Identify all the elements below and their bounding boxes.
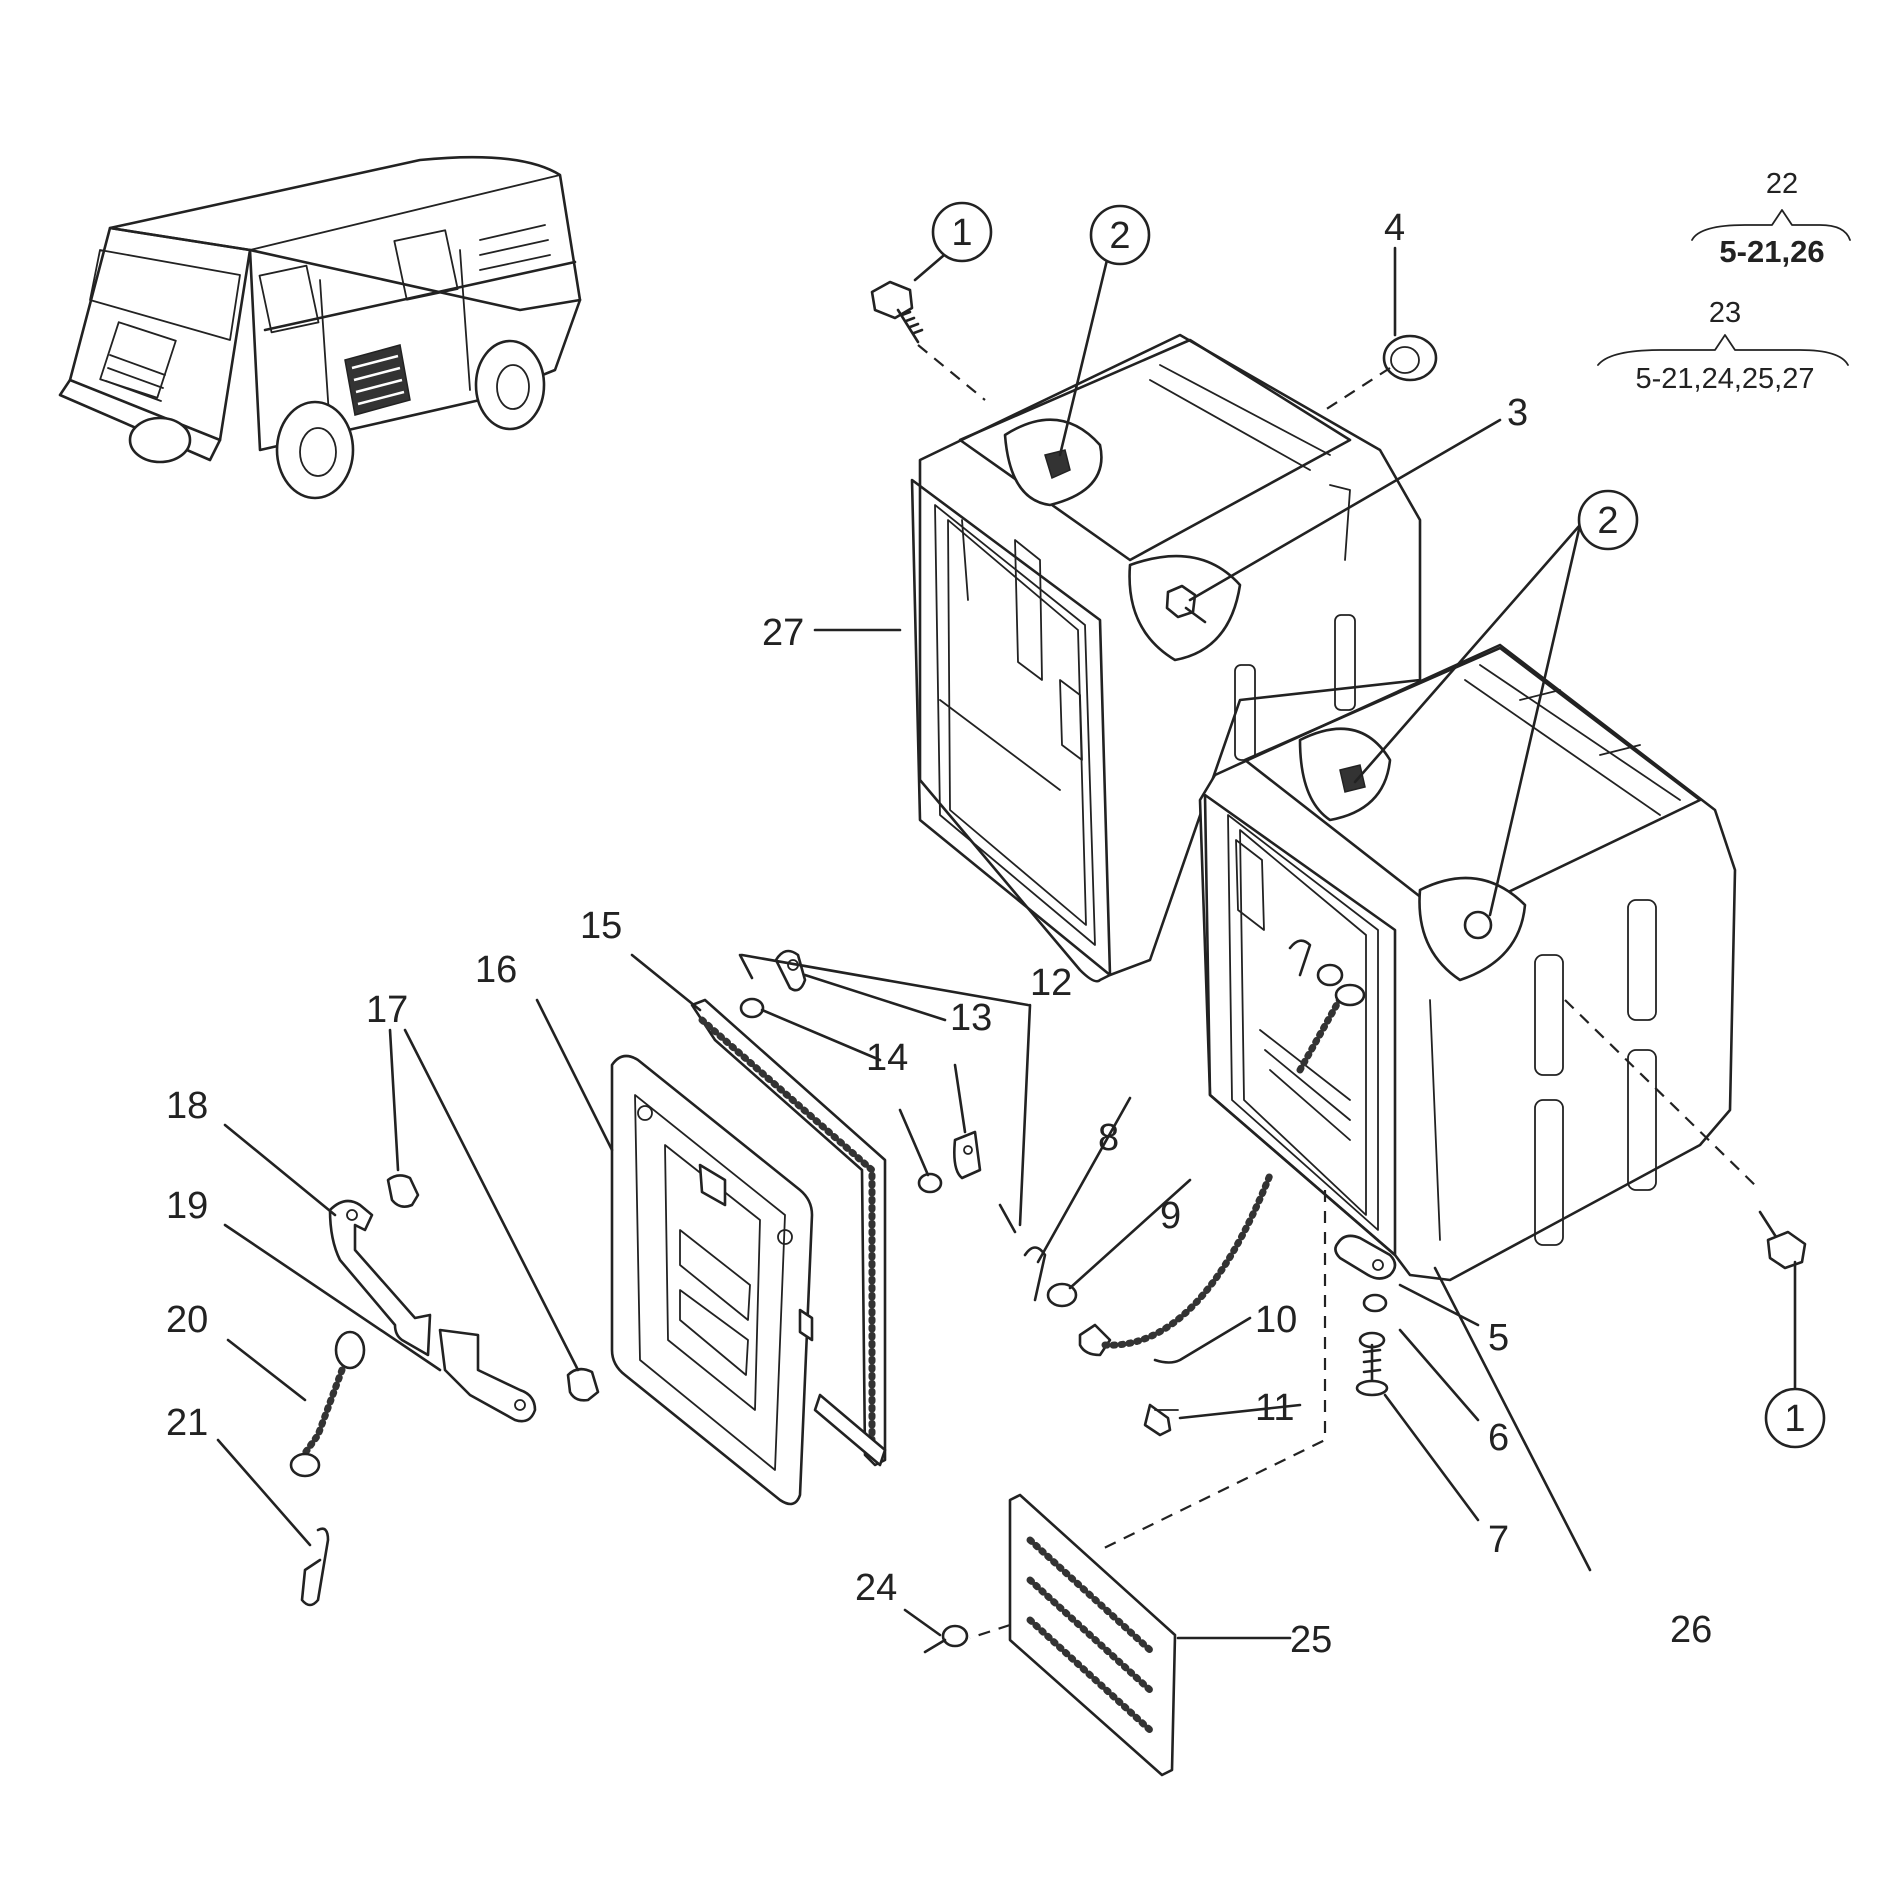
label-20: 20 <box>166 1299 208 1341</box>
label-15: 15 <box>580 905 622 947</box>
label-11: 11 <box>1255 1387 1294 1429</box>
kit-22-number: 22 <box>1766 168 1798 200</box>
vehicle-illustration <box>58 155 582 500</box>
label-8: 8 <box>1098 1117 1119 1159</box>
kit-legend: 22 5-21,26 23 5-21,24,25,27 <box>1597 168 1851 395</box>
callout-1-bottom: 1 <box>1764 1387 1826 1449</box>
callout-2-top: 2 <box>1089 204 1151 266</box>
label-27: 27 <box>762 612 804 654</box>
chain-20 <box>289 1330 366 1478</box>
label-9: 9 <box>1160 1195 1181 1237</box>
part-labels: 3 4 5 6 7 8 9 10 11 12 13 14 15 16 17 18… <box>166 207 1712 1661</box>
label-14: 14 <box>866 1037 908 1079</box>
callout-1-top-text: 1 <box>951 212 972 254</box>
label-12: 12 <box>1030 962 1072 1004</box>
hinge-17-18-19 <box>328 1174 600 1423</box>
label-18: 18 <box>166 1085 208 1127</box>
label-10: 10 <box>1255 1299 1297 1341</box>
callout-1-top: 1 <box>931 201 993 263</box>
leader-lines <box>216 246 1797 1640</box>
ring-4 <box>1382 334 1438 382</box>
bolt-top <box>870 280 924 344</box>
parts-5-6-7 <box>1334 1234 1397 1397</box>
callout-1-bottom-text: 1 <box>1784 1398 1805 1440</box>
kit-23-brace <box>1597 334 1849 366</box>
gasket-15 <box>690 998 887 1467</box>
label-13: 13 <box>950 997 992 1039</box>
bolt-right <box>1758 1210 1807 1270</box>
label-24: 24 <box>855 1567 897 1609</box>
parts-8-9-10-11 <box>1023 939 1366 1437</box>
assembly-lines <box>917 344 1761 1640</box>
clip-21 <box>300 1527 330 1607</box>
label-6: 6 <box>1488 1417 1509 1459</box>
label-25: 25 <box>1290 1619 1332 1661</box>
label-17: 17 <box>366 989 408 1031</box>
parts-12-13-14 <box>738 949 1017 1234</box>
label-4: 4 <box>1384 207 1405 249</box>
label-26: 26 <box>1670 1609 1712 1651</box>
bolt-3 <box>1165 584 1207 624</box>
callout-2-top-text: 2 <box>1109 215 1130 257</box>
label-7: 7 <box>1488 1519 1509 1561</box>
label-16: 16 <box>475 949 517 991</box>
kit-23-range: 5-21,24,25,27 <box>1636 363 1815 395</box>
callout-2-right: 2 <box>1577 489 1639 551</box>
kit-23-number: 23 <box>1709 297 1741 329</box>
label-3: 3 <box>1507 392 1528 434</box>
callout-2-right-text: 2 <box>1597 500 1618 542</box>
kit-22-range: 5-21,26 <box>1719 234 1824 269</box>
label-19: 19 <box>166 1185 208 1227</box>
kit-22-brace <box>1691 209 1851 241</box>
plate-25 <box>923 1493 1177 1777</box>
tank-26 <box>1198 643 1737 1282</box>
label-5: 5 <box>1488 1317 1509 1359</box>
door-16 <box>610 1054 814 1506</box>
label-21: 21 <box>166 1402 208 1444</box>
